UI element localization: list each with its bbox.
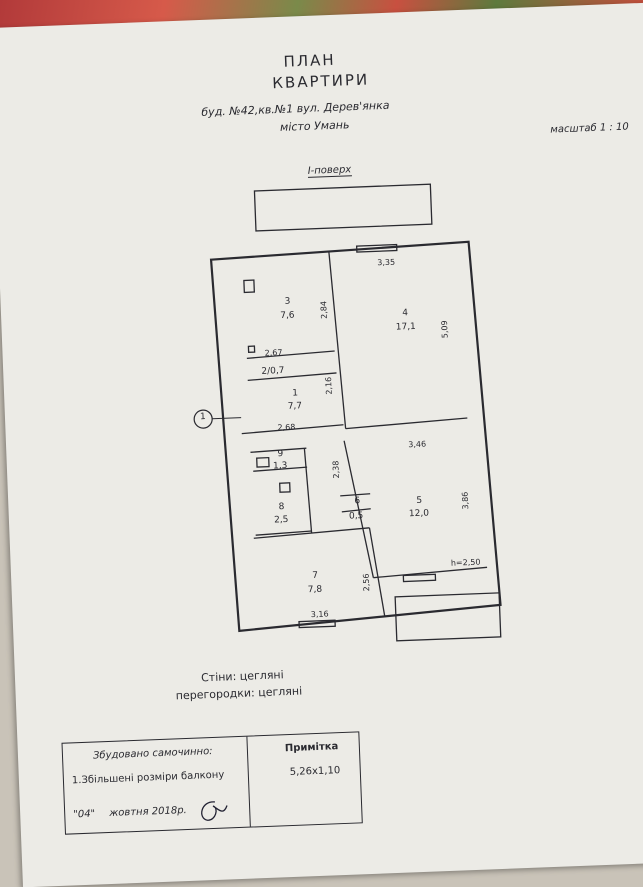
notes-table-divider [246, 736, 251, 827]
dim-label: 2,56 [361, 573, 372, 592]
room-4-area: 17,1 [395, 321, 417, 333]
dim-label: h=2,50 [450, 557, 481, 568]
note-value: 5,26х1,10 [289, 765, 341, 779]
room-5-area: 12,0 [408, 508, 430, 520]
room-2-label: 2/0,7 [261, 365, 285, 377]
date-day: "04" [73, 808, 96, 821]
room-4-number: 4 [402, 308, 409, 319]
room-5-number: 5 [416, 495, 423, 506]
dim-label: 3,35 [377, 257, 396, 268]
dim-label: 2,68 [277, 422, 296, 433]
built-unauthorized-item: 1.Збільшені розміри балкону [71, 769, 225, 787]
room-6-number: 6 [354, 496, 361, 507]
room-3-number: 3 [284, 296, 291, 307]
dim-label: 3,46 [408, 439, 427, 450]
note-title: Примітка [284, 741, 339, 755]
axis-marker-label: 1 [199, 412, 207, 423]
room-7-area: 7,8 [307, 584, 323, 596]
dim-label: 2,67 [264, 348, 283, 358]
room-8-area: 2,5 [273, 514, 289, 526]
dim-label: 5,09 [439, 320, 450, 339]
dim-label: 2,38 [331, 460, 341, 479]
signature-mark [201, 801, 228, 821]
room-1-number: 1 [292, 388, 299, 399]
dim-label: 2,84 [319, 300, 329, 319]
room-1-area: 7,7 [287, 401, 303, 412]
dim-label: 2,16 [324, 376, 334, 395]
room-6-area: 0,5 [348, 511, 364, 522]
notes-table: Збудовано самочинно: 1.Збільшені розміри… [61, 731, 363, 835]
dim-label: 3,16 [310, 609, 329, 620]
room-3-area: 7,6 [280, 310, 295, 322]
room-9-area: 1,3 [272, 460, 288, 472]
dim-label: 3,86 [460, 491, 471, 510]
built-unauthorized-title: Збудовано самочинно: [92, 745, 213, 762]
date-month-year: жовтня 2018р. [109, 805, 187, 819]
room-8-number: 8 [278, 502, 285, 513]
room-9-number: 9 [277, 449, 284, 460]
room-7-number: 7 [312, 570, 319, 582]
